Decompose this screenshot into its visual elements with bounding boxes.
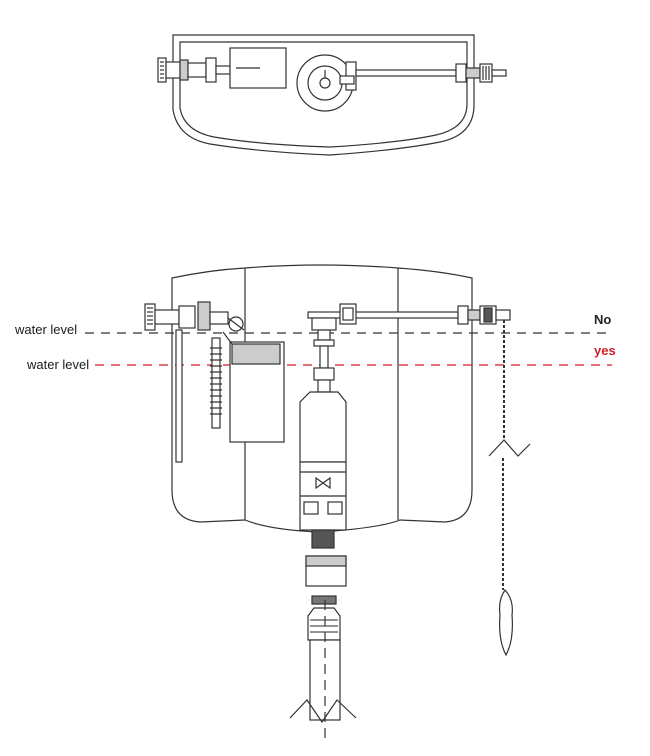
pull-chain-weight	[498, 589, 513, 657]
fill-valve-top	[157, 47, 287, 89]
bowtie-icon	[315, 476, 331, 490]
water-level-label-bottom: water level	[27, 357, 90, 372]
status-no-label: No	[594, 312, 612, 327]
cistern-top-view	[157, 34, 507, 156]
tank-top-inner	[179, 41, 468, 148]
flush-valve-front	[299, 303, 459, 531]
lever-arm-top	[355, 63, 507, 83]
outlet-assembly	[289, 529, 357, 740]
status-yes-label: yes	[594, 343, 616, 358]
flush-handle-front	[457, 305, 531, 657]
water-level-label-top: water level	[15, 322, 78, 337]
fill-valve-front	[144, 301, 285, 463]
flush-valve-top	[296, 54, 357, 112]
